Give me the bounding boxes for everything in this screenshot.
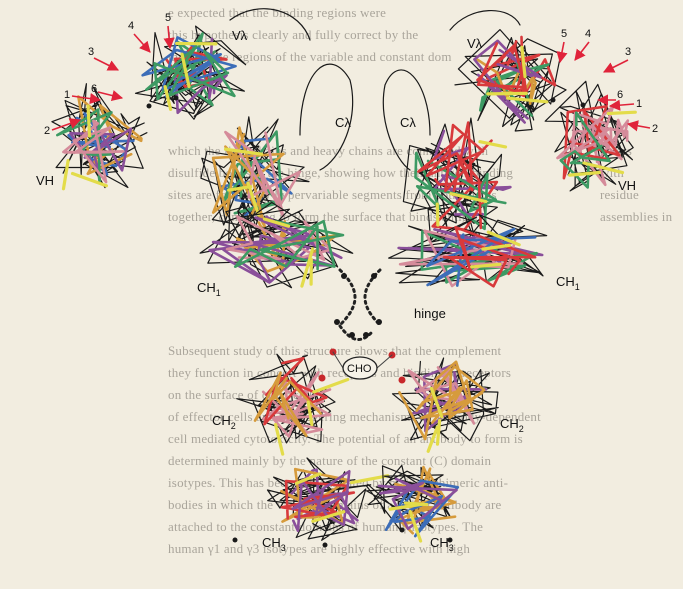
- label-cho: CHO: [347, 363, 372, 375]
- terminus-dot: [400, 528, 405, 533]
- cl-right-domain-beta-strand: [480, 142, 506, 147]
- cdr-number-right-2: 2: [652, 123, 658, 135]
- glycan-dot: [319, 375, 326, 382]
- cdr-number-right-3: 3: [625, 46, 631, 58]
- cdr-arrow-right-1: [610, 104, 634, 106]
- vh-right-domain-beta-strand: [608, 112, 635, 113]
- cdr-number-left-3: 3: [88, 46, 94, 58]
- label-ch1-right: CH1: [556, 274, 580, 292]
- cdr-arrow-right-3: [604, 60, 628, 72]
- vh-left-domain-beta-strand: [64, 161, 69, 189]
- label-vl-right: Vλ: [467, 36, 483, 51]
- vh-left-domain-beta-strand: [88, 106, 89, 136]
- cdr-arrow-right-2: [628, 124, 650, 128]
- cdr-arrow-left-4: [134, 34, 150, 52]
- label-ch2-left: CH2: [212, 413, 236, 431]
- hinge-cysteine-dot: [376, 319, 382, 325]
- cdr-arrow-left-3: [94, 58, 118, 70]
- hinge-cysteine-dot: [341, 273, 347, 279]
- cdr-number-right-1: 1: [636, 98, 642, 110]
- cdr-number-right-4: 4: [585, 28, 591, 40]
- cdr-arrow-left-5: [168, 26, 170, 48]
- terminus-dot: [147, 104, 152, 109]
- label-cl-left: Cλ: [335, 115, 351, 130]
- label-ch2-right: CH2: [500, 416, 524, 434]
- terminus-dot: [551, 98, 556, 103]
- cdr-number-left-2: 2: [44, 125, 50, 137]
- cdr-arrow-right-4: [575, 42, 589, 60]
- label-vl-left: Vλ: [232, 28, 248, 43]
- hinge-cysteine-dot: [349, 332, 355, 338]
- label-ch1-left: CH1: [197, 280, 221, 298]
- cl-right-domain-beta-strand: [437, 204, 438, 225]
- cdr-number-right-5: 5: [561, 28, 567, 40]
- hinge-cysteine-dot: [371, 273, 377, 279]
- ch2-right-domain-beta-strand: [428, 427, 437, 451]
- terminus-dot: [233, 538, 238, 543]
- terminus-dot: [323, 543, 328, 548]
- ch2-right-domain-beta-strand: [438, 420, 440, 444]
- label-vh-left: VH: [36, 173, 54, 188]
- cho-connector: [333, 352, 343, 368]
- label-cl-right: Cλ: [400, 115, 416, 130]
- vl-right-top-loop: [450, 11, 520, 30]
- label-vh-right: VH: [618, 178, 636, 193]
- cho-connector: [377, 355, 392, 368]
- cdr-number-left-5: 5: [165, 12, 171, 24]
- hinge-cysteine-dot: [334, 319, 340, 325]
- cdr-number-left-4: 4: [128, 20, 134, 32]
- label-hinge: hinge: [414, 306, 446, 321]
- cdr-number-right-6: 6: [617, 89, 623, 101]
- terminus-dot: [581, 103, 586, 108]
- cdr-arrow-right-5: [560, 42, 564, 62]
- glycan-dot: [399, 377, 406, 384]
- cdr-number-left-1: 1: [64, 89, 70, 101]
- hinge-cysteine-dot: [363, 332, 369, 338]
- label-ch3-left: CH3: [262, 535, 286, 553]
- cdr-arrow-left-6: [98, 92, 122, 98]
- cdr-number-left-6: 6: [91, 83, 97, 95]
- vl-right-domain-beta-strand: [508, 98, 547, 102]
- terminus-dot: [174, 96, 179, 101]
